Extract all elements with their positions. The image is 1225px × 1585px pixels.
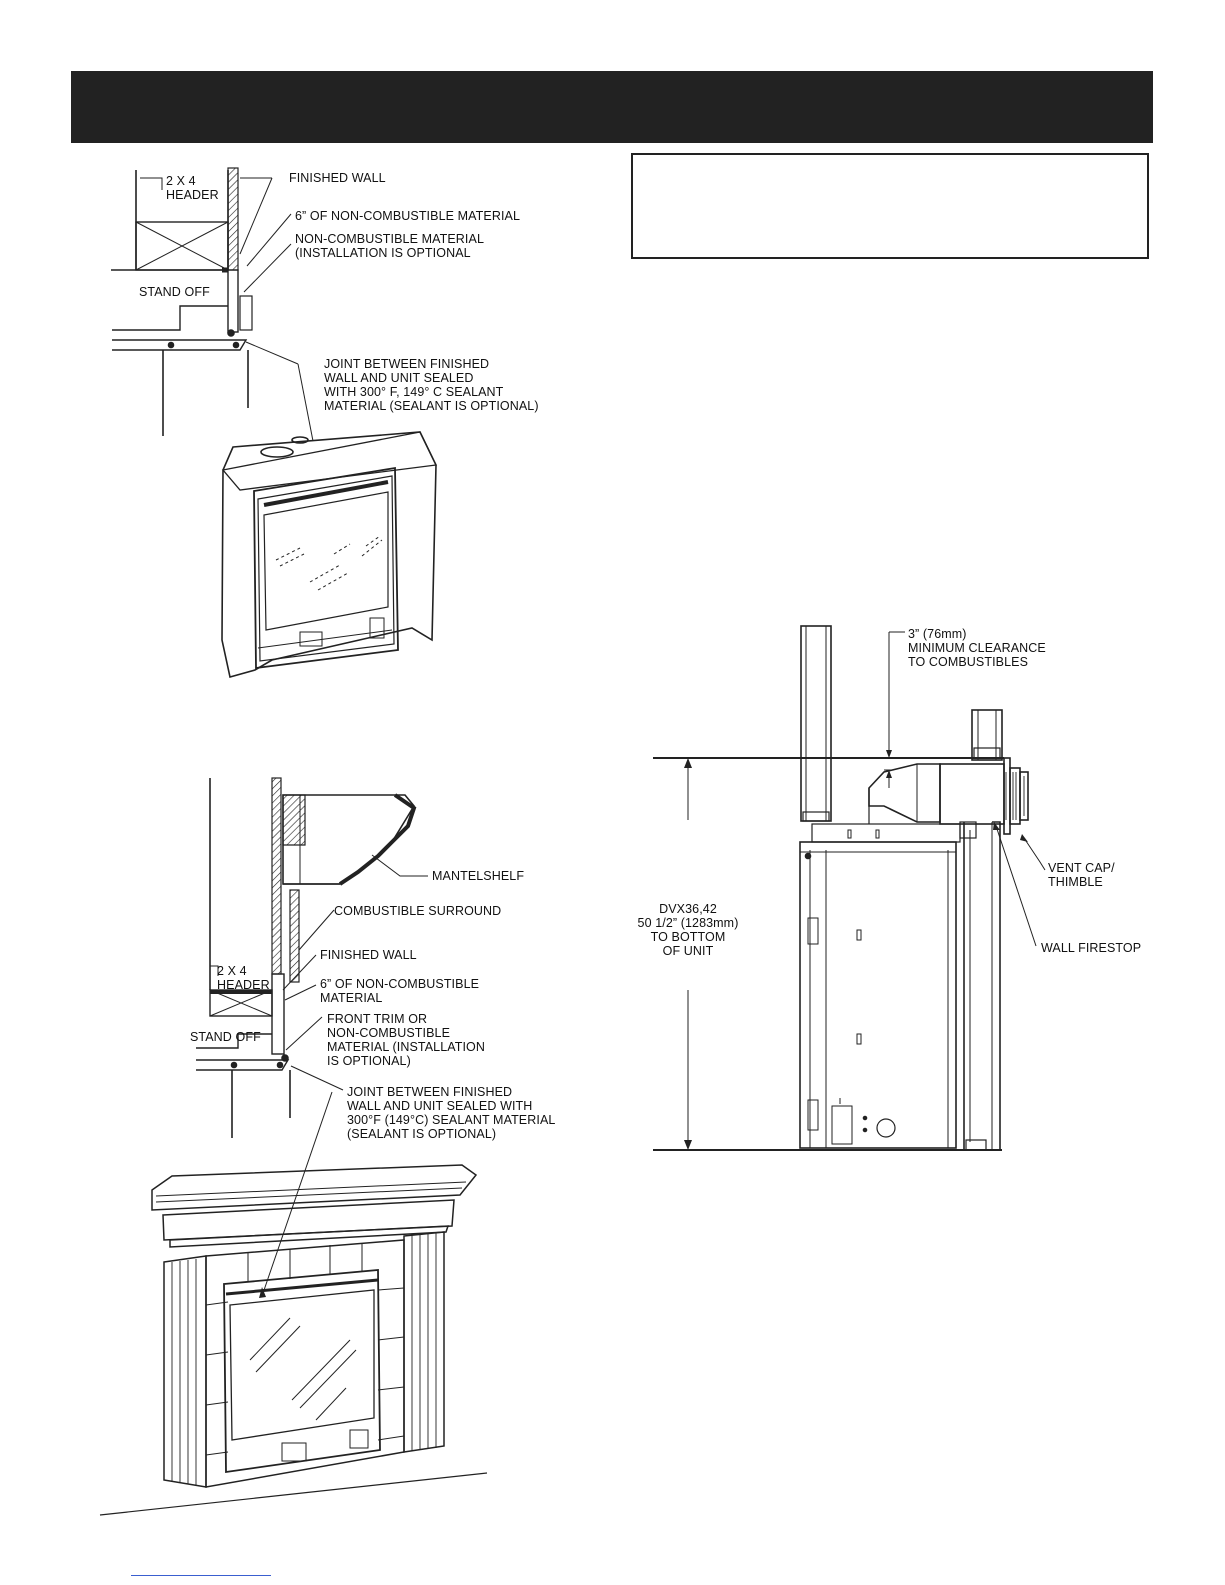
d2-header-label: 2 X 4 HEADER — [217, 964, 270, 992]
d1-joint-label: JOINT BETWEEN FINISHED WALL AND UNIT SEA… — [324, 357, 539, 413]
d2-finished-wall-label: FINISHED WALL — [320, 948, 417, 962]
d1-six-inch-label: 6” OF NON-COMBUSTIBLE MATERIAL — [295, 209, 521, 223]
diagram2-section-drawing — [196, 777, 428, 1298]
d2-six-inch-label: 6” OF NON-COMBUSTIBLE MATERIAL — [320, 977, 480, 1005]
d2-joint-label: JOINT BETWEEN FINISHED WALL AND UNIT SEA… — [347, 1085, 556, 1141]
d2-front-trim-label: FRONT TRIM OR NON-COMBUSTIBLE MATERIAL (… — [327, 1012, 486, 1068]
d3-clearance-label: 3” (76mm) MINIMUM CLEARANCE TO COMBUSTIB… — [908, 627, 1046, 669]
d1-non-combustible-label: NON-COMBUSTIBLE MATERIAL (INSTALLATION I… — [295, 232, 484, 260]
footer-link-underline[interactable] — [131, 1575, 271, 1576]
d1-header-label: 2 X 4 HEADER — [166, 174, 219, 202]
diagram2-mantel-drawing — [99, 1164, 488, 1516]
d1-standoff-label: STAND OFF — [139, 285, 210, 299]
d1-finished-wall-label: FINISHED WALL — [289, 171, 386, 185]
d3-wall-firestop-label: WALL FIRESTOP — [1041, 941, 1142, 955]
header-bar — [71, 71, 1153, 143]
d2-standoff-label: STAND OFF — [190, 1030, 261, 1044]
note-box — [631, 153, 1149, 259]
diagram1-section-drawing — [111, 167, 324, 480]
diagram1-fireplace-drawing — [221, 431, 437, 678]
d2-mantelshelf-label: MANTELSHELF — [432, 869, 525, 883]
d3-height-label: DVX36,42 50 1/2” (1283mm) TO BOTTOM OF U… — [637, 902, 739, 958]
diagram3-side-view-drawing — [653, 625, 1046, 1151]
d3-vent-cap-label: VENT CAP/ THIMBLE — [1048, 861, 1115, 889]
d2-combustible-surround-label: COMBUSTIBLE SURROUND — [334, 904, 502, 918]
